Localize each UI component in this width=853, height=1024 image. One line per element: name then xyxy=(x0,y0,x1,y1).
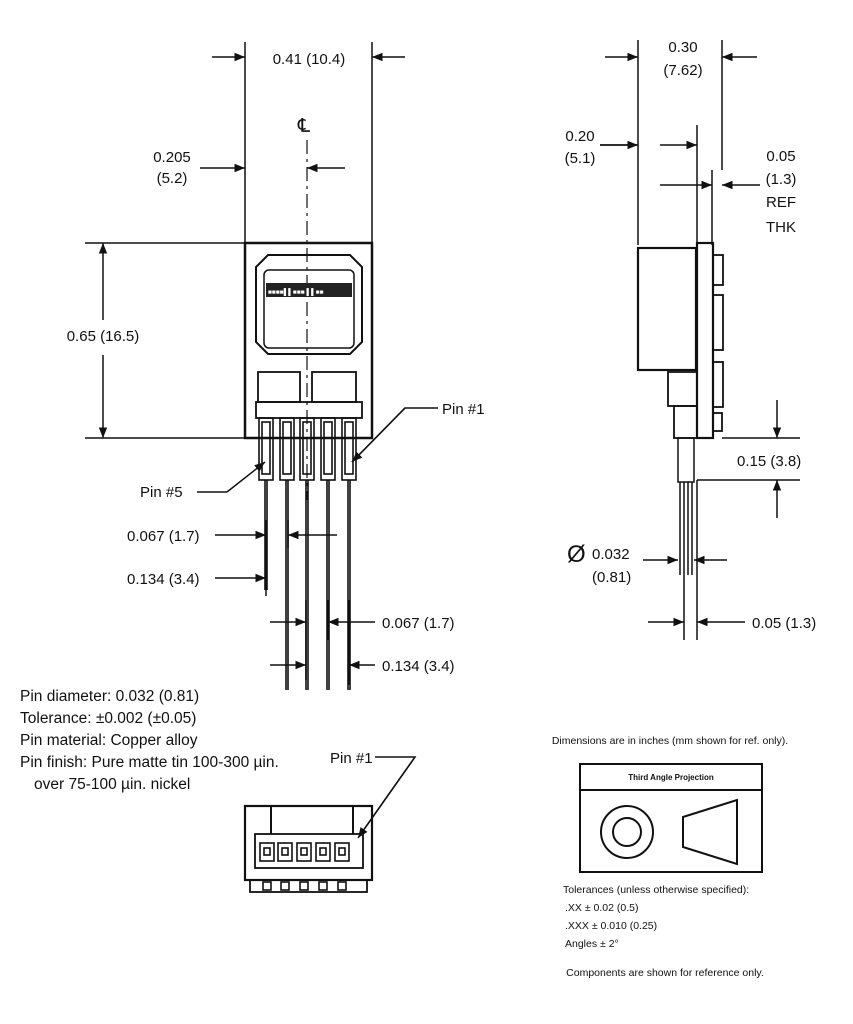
front-view xyxy=(85,42,405,500)
front-pin xyxy=(320,417,336,690)
offset-dimension-mm: (5.2) xyxy=(157,170,188,187)
pin1-label: Pin #1 xyxy=(442,401,485,418)
side-view xyxy=(600,40,800,640)
width-dimension: 0.41 (10.4) xyxy=(273,51,346,68)
depth-dimension-mm: (7.62) xyxy=(663,62,702,79)
note-tolerance: Tolerance: ±0.002 (±0.05) xyxy=(20,710,197,727)
tolerances-title: Tolerances (unless otherwise specified): xyxy=(563,884,749,896)
side-offset-in: 0.20 xyxy=(565,128,594,145)
bottom-pins xyxy=(259,842,350,891)
pin-offset-dimension: 0.05 (1.3) xyxy=(752,615,816,632)
bottom-pin xyxy=(315,842,331,891)
label-strip-text: ■■■■▌▌■■■ ▌▌■■ xyxy=(268,288,324,296)
pin5-label: Pin #5 xyxy=(140,484,183,501)
front-pin xyxy=(279,417,295,690)
pin-notes: Pin diameter: 0.032 (0.81) Tolerance: ±0… xyxy=(20,686,279,796)
tolerance-angles: Angles ± 2° xyxy=(565,938,619,950)
height-dimension: 0.65 (16.5) xyxy=(67,328,140,345)
pin-diameter-mm: (0.81) xyxy=(592,569,631,586)
note-pin-diameter: Pin diameter: 0.032 (0.81) xyxy=(20,688,200,705)
note-pin-material: Pin material: Copper alloy xyxy=(20,732,198,749)
bottom-pin xyxy=(296,842,312,891)
note-pin-finish-continued: over 75-100 µin. nickel xyxy=(34,776,191,793)
bottom-pin xyxy=(334,842,350,891)
pin-pitch-right: 0.067 (1.7) xyxy=(382,615,455,632)
dimensions-note: Dimensions are in inches (mm shown for r… xyxy=(552,735,788,747)
front-pin-dims xyxy=(197,407,438,685)
depth-dimension-in: 0.30 xyxy=(668,39,697,56)
front-pins xyxy=(258,417,357,690)
thickness-label: THK xyxy=(766,219,796,236)
thickness-in: 0.05 xyxy=(766,148,795,165)
tolerance-xx: .XX ± 0.02 (0.5) xyxy=(565,902,638,914)
diameter-symbol: Ø xyxy=(567,541,586,568)
thickness-ref: REF xyxy=(766,194,796,211)
pin-span-right: 0.134 (3.4) xyxy=(382,658,455,675)
components-note: Components are shown for reference only. xyxy=(566,967,764,979)
standoff-dimension: 0.15 (3.8) xyxy=(737,453,801,470)
front-pin xyxy=(341,417,357,690)
note-pin-finish: Pin finish: Pure matte tin 100-300 µin. xyxy=(20,754,279,771)
tolerance-xxx: .XXX ± 0.010 (0.25) xyxy=(565,920,657,932)
label-strip xyxy=(266,283,352,297)
projection-title: Third Angle Projection xyxy=(628,773,714,782)
offset-dimension-in: 0.205 xyxy=(153,149,191,166)
bottom-pin1-label: Pin #1 xyxy=(330,750,373,767)
centerline-symbol: ℄ xyxy=(297,116,311,137)
thickness-mm: (1.3) xyxy=(766,171,797,188)
projection-box xyxy=(579,763,763,873)
pin-diameter-in: 0.032 xyxy=(592,546,630,563)
side-offset-mm: (5.1) xyxy=(565,150,596,167)
pin-span-left: 0.134 (3.4) xyxy=(127,571,200,588)
bottom-pin xyxy=(259,842,275,891)
pin-pitch-left: 0.067 (1.7) xyxy=(127,528,200,545)
bottom-pin xyxy=(277,842,293,891)
